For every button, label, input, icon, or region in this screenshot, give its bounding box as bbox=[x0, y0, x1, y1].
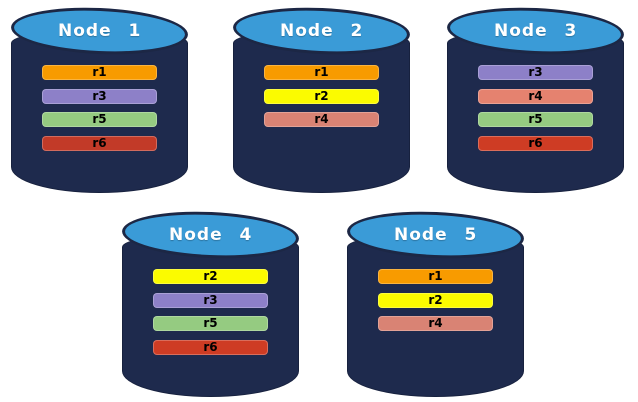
node-4-cylinder: Node 4 r2 r3 r5 r6 bbox=[121, 208, 300, 397]
replica-label: r1 bbox=[314, 65, 329, 79]
replica-bar-r6: r6 bbox=[478, 135, 593, 151]
replica-bar-r4: r4 bbox=[478, 88, 593, 104]
replica-label: r4 bbox=[528, 88, 543, 103]
replica-label: r4 bbox=[428, 316, 443, 330]
replica-bar-r5: r5 bbox=[42, 112, 157, 127]
replica-bar-r4: r4 bbox=[378, 316, 493, 331]
node-3-replica-list: r3 r4 r5 r6 bbox=[478, 65, 593, 151]
replica-label: r3 bbox=[203, 292, 218, 307]
node-title: Node 3 bbox=[493, 20, 578, 41]
replica-bar-r5: r5 bbox=[153, 316, 268, 331]
node-title: Node 1 bbox=[57, 20, 142, 41]
replica-bar-r3: r3 bbox=[153, 292, 268, 308]
replica-label: r5 bbox=[528, 112, 543, 126]
node-4-replica-list: r2 r3 r5 r6 bbox=[153, 269, 268, 355]
replica-label: r3 bbox=[528, 65, 543, 79]
node-title: Node 2 bbox=[279, 20, 364, 41]
replica-label: r2 bbox=[314, 88, 329, 103]
replica-label: r5 bbox=[92, 112, 107, 126]
replica-bar-r1: r1 bbox=[42, 65, 157, 80]
replica-bar-r2: r2 bbox=[264, 88, 379, 104]
replica-bar-r1: r1 bbox=[264, 65, 379, 80]
node-2-cylinder: Node 2 r1 r2 r4 bbox=[232, 4, 411, 193]
replica-label: r2 bbox=[428, 292, 443, 307]
node-1-cylinder-body bbox=[11, 29, 188, 193]
replica-bar-r2: r2 bbox=[153, 269, 268, 284]
replica-bar-r2: r2 bbox=[378, 292, 493, 308]
node-4-cylinder-body bbox=[122, 233, 299, 397]
replica-label: r6 bbox=[528, 135, 543, 150]
replica-bar-r3: r3 bbox=[478, 65, 593, 80]
replica-bar-r5: r5 bbox=[478, 112, 593, 127]
node-3-cylinder: Node 3 r3 r4 r5 r6 bbox=[446, 4, 625, 193]
node-2-cylinder-body bbox=[233, 29, 410, 193]
replica-bar-r3: r3 bbox=[42, 88, 157, 104]
node-3-cylinder-body bbox=[447, 29, 624, 193]
replica-label: r1 bbox=[428, 269, 443, 283]
node-5-replica-list: r1 r2 r4 bbox=[378, 269, 493, 331]
replica-label: r2 bbox=[203, 269, 218, 283]
replica-label: r3 bbox=[92, 88, 107, 103]
replica-label: r6 bbox=[203, 339, 218, 354]
replica-bar-r1: r1 bbox=[378, 269, 493, 284]
replica-bar-r4: r4 bbox=[264, 112, 379, 127]
node-5-cylinder: Node 5 r1 r2 r4 bbox=[346, 208, 525, 397]
node-1-cylinder: Node 1 r1 r3 r5 r6 bbox=[10, 4, 189, 193]
replica-label: r1 bbox=[92, 65, 107, 79]
node-2-replica-list: r1 r2 r4 bbox=[264, 65, 379, 127]
replica-label: r4 bbox=[314, 112, 329, 126]
node-1-replica-list: r1 r3 r5 r6 bbox=[42, 65, 157, 151]
replica-bar-r6: r6 bbox=[42, 135, 157, 151]
node-title: Node 5 bbox=[393, 224, 478, 245]
replica-bar-r6: r6 bbox=[153, 339, 268, 355]
node-5-cylinder-body bbox=[347, 233, 524, 397]
node-title: Node 4 bbox=[168, 224, 253, 245]
replica-label: r5 bbox=[203, 316, 218, 330]
replica-label: r6 bbox=[92, 135, 107, 150]
